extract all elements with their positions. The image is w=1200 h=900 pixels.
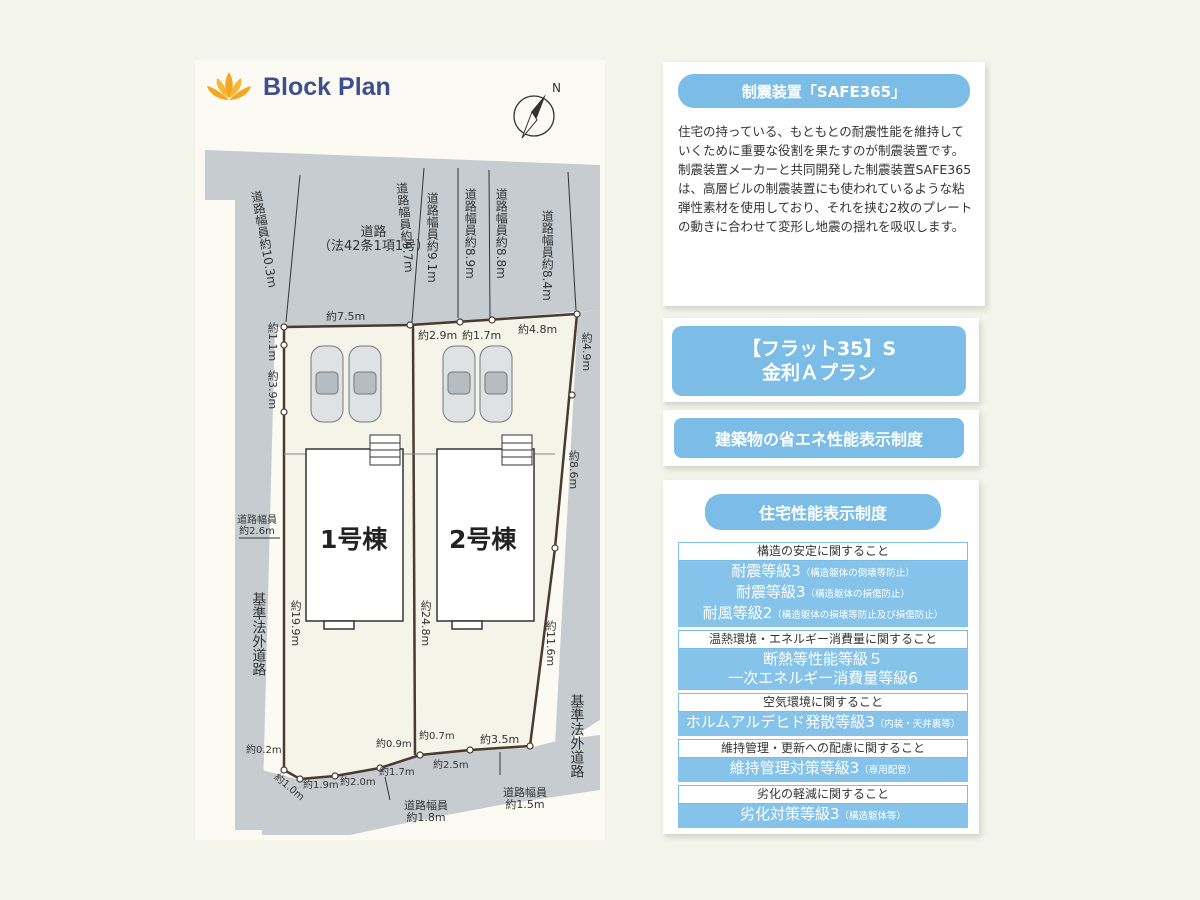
lotus-icon: [207, 72, 251, 100]
compass: N: [510, 81, 570, 146]
dim-bot-0-9: 約0.9m: [376, 739, 412, 750]
perf-section-air-body: ホルムアルデヒド発散等級3（内装・天井裏等）: [678, 712, 968, 736]
road-top-label: 道路 （法42条1項1号）: [318, 225, 430, 255]
road-bottom: [262, 735, 600, 835]
perf-section-structure-head: 構造の安定に関すること: [678, 542, 968, 561]
dim-right-11-6: 約11.6m: [544, 620, 558, 667]
dim-top-1-7: 約1.7m: [462, 329, 502, 342]
road-right: [555, 310, 600, 745]
perf-section-deterioration-body: 劣化対策等級3（構造躯体等）: [678, 804, 968, 828]
entrance-steps: [369, 434, 533, 466]
seismic-title: 制震装置「SAFE365」: [678, 74, 970, 108]
road-width-8-4: 道路幅員約8.4m: [540, 210, 555, 301]
perf-section-thermal-body: 断熱等性能等級５ 一次エネルギー消費量等級6: [678, 649, 968, 690]
dim-top-4-8: 約4.8m: [518, 323, 558, 336]
perf-section-air-head: 空気環境に関すること: [678, 693, 968, 712]
perf-section-deterioration-head: 劣化の軽減に関すること: [678, 785, 968, 804]
perf-section-structure-body: 耐震等級3（構造躯体の倒壊等防止） 耐震等級3（構造躯体の損傷防止） 耐風等級2…: [678, 561, 968, 627]
dim-left-1-1: 約1.1m: [266, 322, 280, 362]
dim-bot-1-9: 約1.9m: [303, 780, 339, 791]
road-width-2-6: 道路幅員 約2.6m: [237, 515, 277, 537]
road-width-8-9: 道路幅員約8.9m: [463, 188, 478, 279]
dim-bot-1-7: 約1.7m: [379, 767, 415, 778]
performance-title: 住宅性能表示制度: [705, 494, 941, 530]
road-width-1-8: 道路幅員 約1.8m: [404, 799, 448, 825]
block-plan-title: Block Plan: [263, 72, 391, 101]
perf-section-thermal-head: 温熱環境・エネルギー消費量に関すること: [678, 630, 968, 649]
lot-area: [284, 314, 577, 779]
perf-section-maintenance-head: 維持管理・更新への配慮に関すること: [678, 739, 968, 758]
dimension-lines: [239, 167, 577, 801]
building-1-label: 1号棟: [320, 525, 388, 554]
dim-bot-0-7: 約0.7m: [419, 731, 455, 742]
dim-bot-2-0: 約2.0m: [340, 777, 376, 788]
right-road-label: 基準法外道路: [568, 694, 585, 778]
road-width-9-1: 道路幅員約9.1m: [425, 192, 440, 283]
performance-table: 構造の安定に関すること 耐震等級3（構造躯体の倒壊等防止） 耐震等級3（構造躯体…: [678, 542, 968, 828]
dim-top-7-5: 約7.5m: [326, 310, 366, 323]
flat35-line2: 金利Ａプラン: [761, 362, 876, 384]
road-width-8-8: 道路幅員約8.8m: [494, 188, 509, 279]
north-arrow-icon: N: [513, 81, 561, 139]
dim-left-19-9: 約19.9m: [289, 600, 303, 647]
road-top: [205, 150, 600, 830]
dim-bot-0-2: 約0.2m: [246, 745, 282, 756]
flat35-badge: 【フラット35】S 金利Ａプラン: [672, 326, 966, 396]
dim-right-4-9: 約4.9m: [580, 332, 594, 372]
buildings: [305, 448, 535, 630]
building-2-label: 2号棟: [449, 525, 517, 554]
road-width-1-5: 道路幅員 約1.5m: [503, 786, 547, 812]
dim-top-2-9: 約2.9m: [418, 329, 458, 342]
left-road-label: 基準法外道路: [250, 592, 267, 676]
flat35-line1: 【フラット35】S: [741, 338, 897, 360]
block-plan-logo: Block Plan: [205, 70, 391, 104]
svg-text:N: N: [552, 82, 561, 95]
perf-section-maintenance-body: 維持管理対策等級3（専用配管）: [678, 758, 968, 782]
lot-division-line: [411, 325, 417, 756]
parking-cars: [310, 345, 513, 423]
dim-bot-2-5: 約2.5m: [433, 760, 469, 771]
energy-label-title: 建築物の省エネ性能表示制度: [674, 418, 964, 458]
dim-right-8-6: 約8.6m: [567, 450, 581, 490]
survey-points: [280, 310, 581, 783]
dim-mid-24-8: 約24.8m: [419, 600, 433, 647]
seismic-description: 住宅の持っている、もともとの耐震性能を維持していくために重要な役割を果たすのが制…: [678, 124, 973, 234]
dim-left-3-9: 約3.9m: [266, 370, 280, 410]
dim-bot-3-5: 約3.5m: [480, 733, 520, 746]
